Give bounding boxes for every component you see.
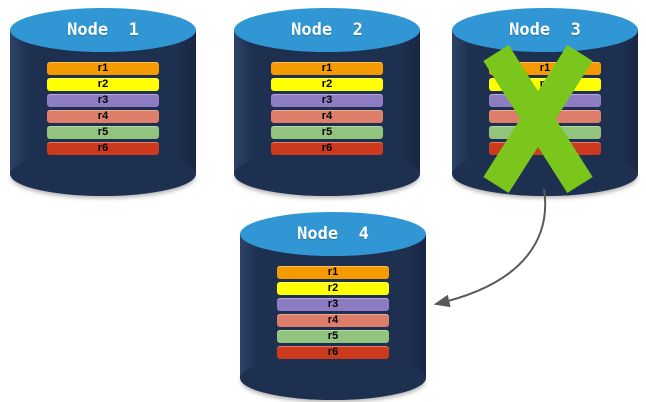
- replica-bar-r2: r2: [47, 78, 159, 91]
- replica-bar-r4: r4: [277, 314, 389, 327]
- replica-bar-r5: r5: [277, 330, 389, 343]
- failure-x-icon: [483, 44, 593, 194]
- node-2-database: Node 2 r1 r2 r3 r4 r5 r6: [234, 8, 420, 196]
- node-2-label: Node 2: [291, 20, 363, 40]
- replica-bar-r1: r1: [47, 62, 159, 75]
- replica-bar-r3: r3: [47, 94, 159, 107]
- node-4-label: Node 4: [297, 224, 369, 244]
- cylinder-bottom: [234, 152, 420, 196]
- replica-bar-r5: r5: [271, 126, 383, 139]
- replica-bar-r1: r1: [271, 62, 383, 75]
- replica-bar-r6: r6: [271, 142, 383, 155]
- arrow-path: [433, 188, 547, 308]
- replica-bar-r3: r3: [271, 94, 383, 107]
- cylinder-top: Node 4: [240, 212, 426, 256]
- replica-stack: r1 r2 r3 r4 r5 r6: [234, 62, 420, 155]
- cylinder-top: Node 1: [10, 8, 196, 52]
- replica-bar-r4: r4: [271, 110, 383, 123]
- replica-stack: r1 r2 r3 r4 r5 r6: [240, 266, 426, 359]
- node-1-label: Node 1: [67, 20, 139, 40]
- replica-bar-r4: r4: [47, 110, 159, 123]
- replica-bar-r6: r6: [277, 346, 389, 359]
- cylinder-bottom: [240, 356, 426, 400]
- cylinder-bottom: [10, 152, 196, 196]
- cylinder-top: Node 2: [234, 8, 420, 52]
- node-3-label: Node 3: [509, 20, 581, 40]
- cylinder-bottom: [452, 152, 638, 196]
- node-4-database: Node 4 r1 r2 r3 r4 r5 r6: [240, 212, 426, 400]
- replica-bar-r6: r6: [47, 142, 159, 155]
- replica-bar-r3: r3: [277, 298, 389, 311]
- replica-bar-r2: r2: [277, 282, 389, 295]
- node-1-database: Node 1 r1 r2 r3 r4 r5 r6: [10, 8, 196, 196]
- cylinder-top: Node 3: [452, 8, 638, 52]
- replica-bar-r2: r2: [271, 78, 383, 91]
- node-3-database: Node 3 r1 r2 r3 r4 r5 r6: [452, 8, 638, 196]
- replica-bar-r5: r5: [47, 126, 159, 139]
- replica-stack: r1 r2 r3 r4 r5 r6: [10, 62, 196, 155]
- replica-bar-r1: r1: [277, 266, 389, 279]
